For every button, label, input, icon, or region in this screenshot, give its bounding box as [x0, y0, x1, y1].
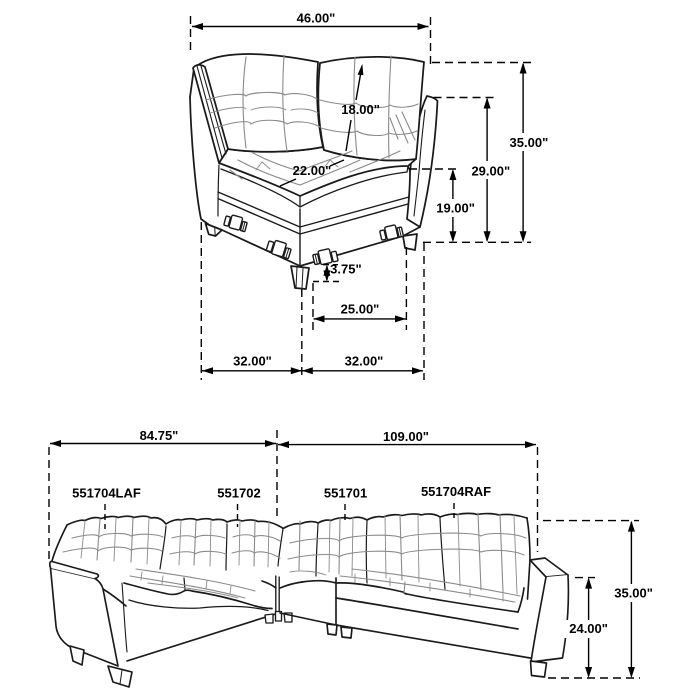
- svg-text:84.75": 84.75": [140, 428, 179, 443]
- svg-text:25.00": 25.00": [341, 302, 380, 317]
- svg-text:35.00": 35.00": [614, 586, 653, 601]
- svg-text:29.00": 29.00": [471, 164, 510, 179]
- svg-text:18.00": 18.00": [341, 102, 380, 117]
- svg-text:551704LAF: 551704LAF: [72, 486, 141, 501]
- svg-text:24.00": 24.00": [569, 621, 608, 636]
- svg-text:109.00": 109.00": [383, 429, 429, 444]
- svg-text:551704RAF: 551704RAF: [421, 484, 491, 499]
- svg-text:22.00": 22.00": [293, 163, 332, 178]
- svg-text:3.75": 3.75": [330, 262, 361, 277]
- svg-text:19.00": 19.00": [436, 201, 475, 216]
- svg-text:35.00": 35.00": [510, 135, 549, 150]
- svg-text:551701: 551701: [324, 486, 367, 501]
- svg-text:32.00": 32.00": [233, 354, 272, 369]
- svg-text:551702: 551702: [217, 486, 260, 501]
- svg-text:32.00": 32.00": [345, 354, 384, 369]
- svg-text:46.00": 46.00": [297, 11, 336, 26]
